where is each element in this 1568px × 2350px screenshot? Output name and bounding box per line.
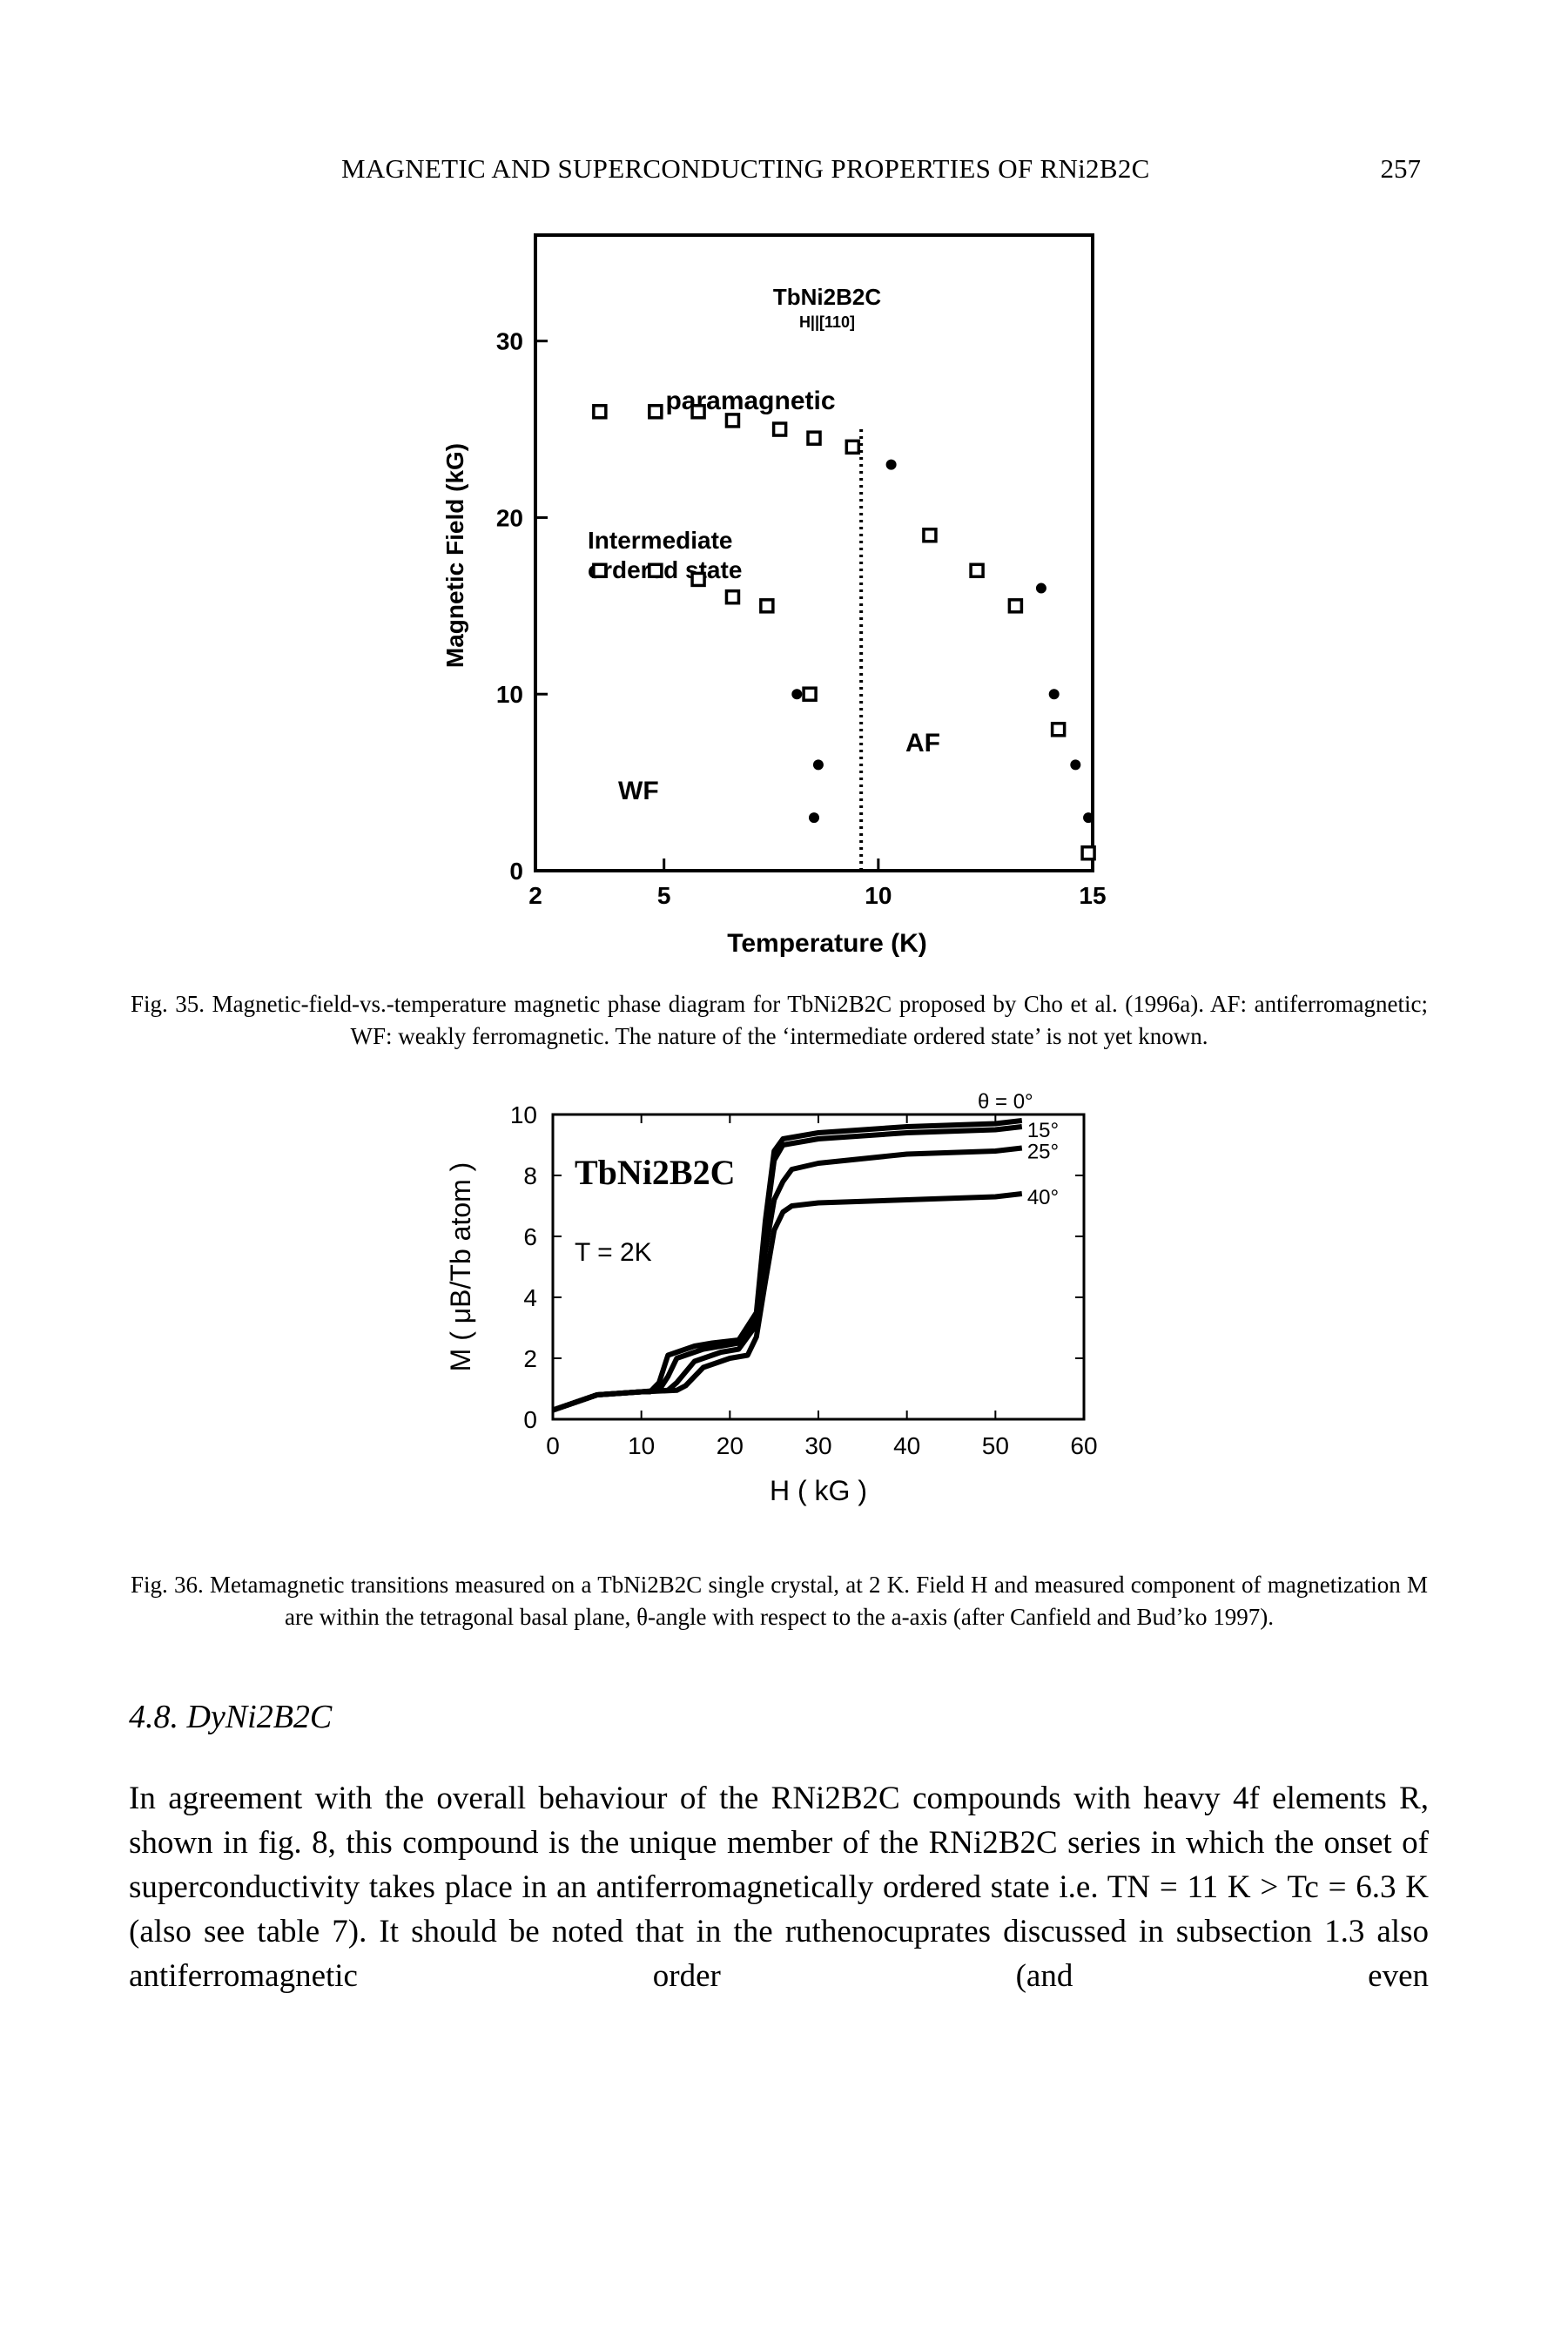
filled-circle-point [1083,812,1094,824]
x-tick-label: 5 [657,882,671,909]
open-square-point [969,562,985,579]
x-tick-label: 10 [865,882,892,909]
data-points [592,404,1096,861]
series-label: θ = 0° [978,1090,1033,1114]
open-square-point [690,571,706,588]
filled-circle-point [885,459,897,470]
y-tick-label: 0 [523,1406,537,1433]
open-square-point [802,686,818,702]
y-tick-label: 30 [496,328,523,355]
filled-circle-point [791,689,803,700]
x-tick-label: 10 [628,1432,655,1459]
y-tick-label: 6 [523,1223,537,1250]
figure-35-caption: Fig. 35. Magnetic-field-vs.-temperature … [131,991,1428,1049]
open-square-point [1080,845,1096,861]
running-head: MAGNETIC AND SUPERCONDUCTING PROPERTIES … [341,153,1421,197]
open-square-point [1050,722,1067,737]
magnetization-curve [552,1191,1023,1413]
running-title: MAGNETIC AND SUPERCONDUCTING PROPERTIES … [341,153,1150,184]
figure-36-caption: Fig. 36. Metamagnetic transitions measur… [131,1572,1428,1630]
region-label-intermediate-line1: Intermediate [588,527,733,554]
chart-subtitle: H||[110] [799,313,855,331]
open-square-point [922,527,938,543]
y-ticks: 0 10 20 30 [496,328,548,885]
y-axis-label: Magnetic Field (kG) [441,443,468,668]
filled-circle-point [812,759,824,771]
x-tick-label: 60 [1070,1432,1097,1459]
y-tick-label: 10 [510,1101,537,1128]
figure-36-magnetization-chart: 0 2 4 6 8 10 0 10 20 30 40 50 60 TbNi2B2C T = 2K θ … [445,1090,1098,1506]
x-tick-label: 20 [717,1432,744,1459]
filled-circle-point [1070,759,1081,771]
filled-circle-point [1035,582,1046,594]
x-axis-label: H ( kG ) [770,1475,867,1506]
x-tick-label: 0 [546,1432,560,1459]
open-square-point [648,404,663,420]
y-tick-label: 10 [496,681,523,708]
plot-frame [534,233,1094,872]
series-label: 40° [1027,1186,1059,1209]
x-tick-label: 2 [528,882,542,909]
open-square-point [592,562,608,579]
y-tick-label: 8 [523,1162,537,1189]
y-tick-label: 2 [523,1345,537,1372]
x-ticks: 0 10 20 30 40 50 60 [546,1114,1098,1459]
open-square-point [1007,598,1024,614]
section-heading: 4.8. DyNi2B2C [129,1699,333,1735]
open-square-point [724,413,741,428]
open-square-point [806,430,822,446]
region-label-intermediate-line2: ordered state [588,556,742,583]
y-ticks: 0 2 4 6 8 10 [510,1101,1084,1433]
y-axis-label: M ( μB/Tb atom ) [445,1162,476,1372]
open-square-point [771,421,788,437]
filled-circle-point [809,812,819,824]
open-square-point [690,404,706,420]
x-tick-label: 30 [804,1432,831,1459]
open-square-point [759,598,775,614]
series-labels: θ = 0° 15°25° 40° [978,1090,1059,1209]
y-tick-label: 0 [509,858,523,885]
x-tick-label: 50 [982,1432,1009,1459]
series-label: 25° [1027,1141,1059,1164]
page-number: 257 [1380,153,1422,184]
temperature-annotation: T = 2K [575,1238,652,1267]
filled-circle-point [1048,689,1060,700]
x-tick-label: 40 [893,1432,920,1459]
region-label-intermediate: Intermediate ordered state [588,527,742,583]
x-axis-label: Temperature (K) [727,929,926,958]
region-label-af: AF [905,729,940,758]
body-paragraph: In agreement with the overall behaviour … [129,1781,1429,1994]
x-tick-label: 15 [1079,882,1106,909]
region-label-wf: WF [618,777,659,805]
compound-annotation: TbNi2B2C [575,1153,736,1192]
magnetization-curves [552,1118,1023,1413]
open-square-point [845,439,861,455]
y-tick-label: 20 [496,504,523,531]
open-square-point [648,562,663,579]
chart-title: TbNi2B2C [773,284,881,310]
x-ticks: 2 5 10 15 [528,859,1107,909]
series-label: 15° [1027,1119,1059,1142]
y-tick-label: 4 [523,1284,537,1311]
open-square-point [724,589,741,605]
open-square-point [592,404,608,420]
